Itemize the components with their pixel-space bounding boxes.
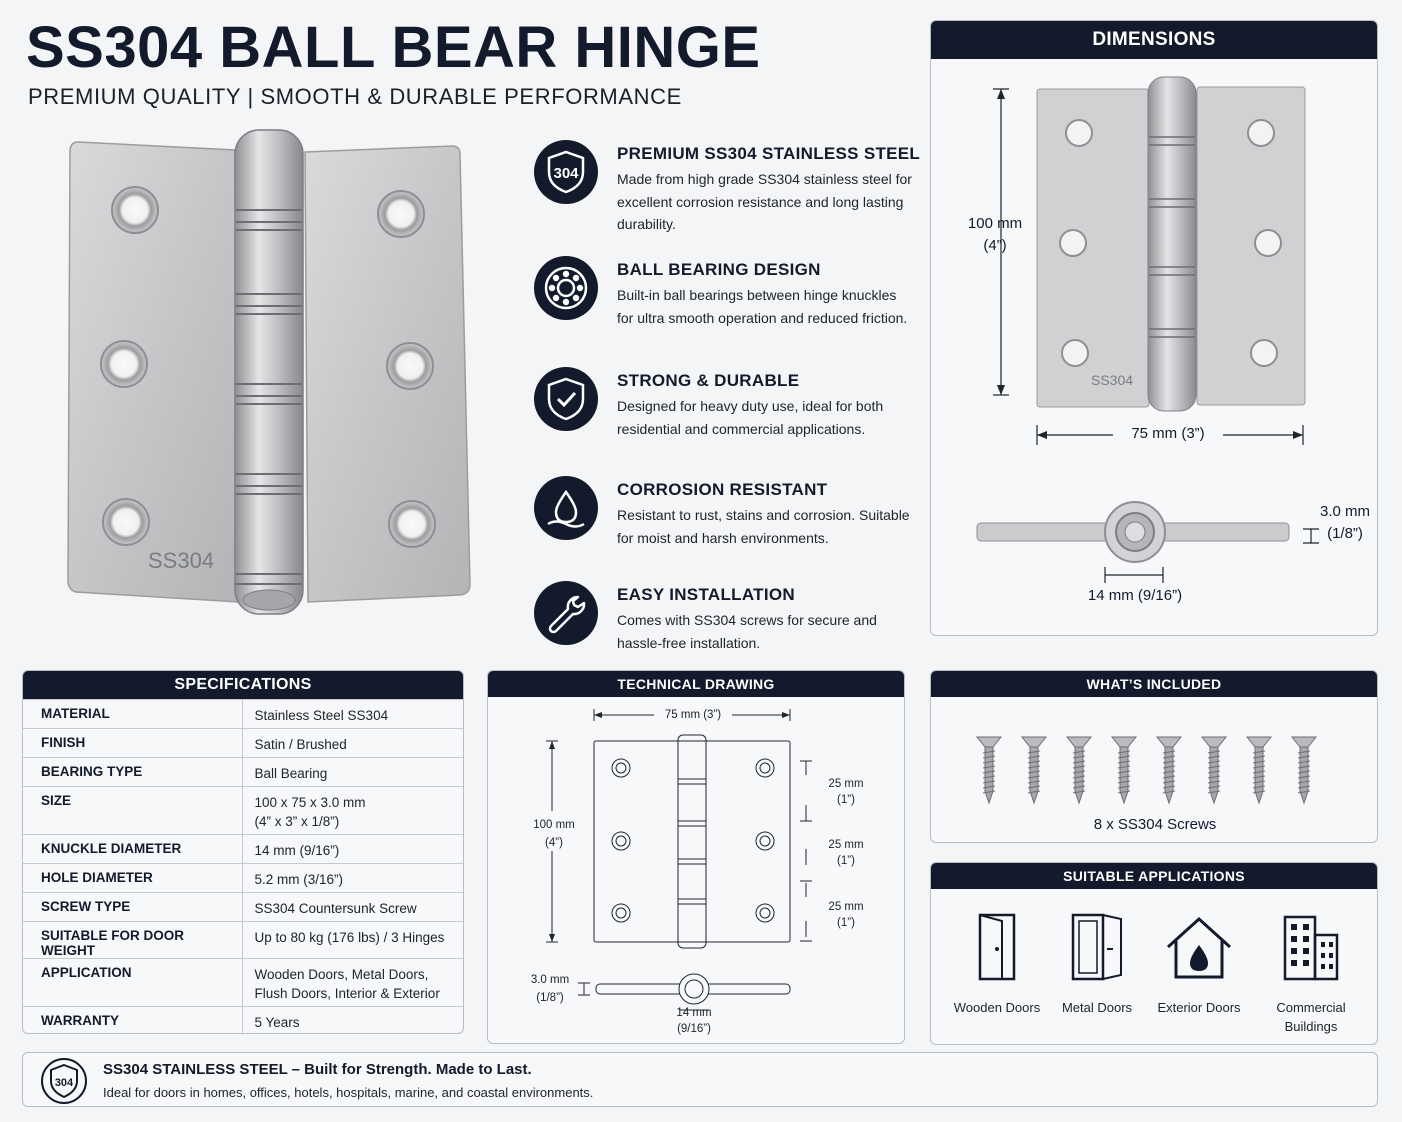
feature-item: EASY INSTALLATION Comes with SS304 screw… [534, 579, 914, 689]
tech-pitch-3-in: (1”) [837, 917, 855, 929]
shield-304-icon: 304 [41, 1058, 87, 1104]
hinge-product-image: SS304 [67, 129, 471, 615]
feature-title: BALL BEARING DESIGN [617, 260, 821, 279]
screw-icon [1065, 736, 1093, 805]
shield-304-icon: 304 [534, 140, 598, 204]
feature-title: STRONG & DURABLE [617, 371, 800, 390]
exterior-house-icon [1166, 916, 1232, 979]
dimensions-stamp: SS304 [1091, 372, 1133, 388]
whats-included-title: WHAT’S INCLUDED [931, 671, 1377, 697]
footer-title: SS304 STAINLESS STEEL – Built for Streng… [103, 1061, 532, 1078]
feature-title: EASY INSTALLATION [617, 585, 795, 604]
feature-desc: Designed for heavy duty use, ideal for b… [617, 398, 884, 437]
dim-height-in: (4”) [983, 237, 1007, 254]
footer-banner: 304 SS304 STAINLESS STEEL – Built for St… [22, 1052, 1378, 1107]
whats-included-panel: WHAT’S INCLUDED 8 x SS304 Screws [930, 670, 1378, 843]
feature-item: 304 PREMIUM SS304 STAINLESS STEEL Made f… [534, 138, 920, 248]
screw-icon [1290, 736, 1318, 805]
wooden-door-icon [978, 913, 1016, 981]
tech-pitch-3-mm: 25 mm [828, 901, 864, 913]
applications-panel: SUITABLE APPLICATIONS Wooden Doors Metal… [930, 862, 1378, 1045]
feature-desc: Made from high grade SS304 stainless ste… [617, 171, 912, 232]
technical-drawing-panel: TECHNICAL DRAWING [487, 670, 905, 1044]
page-subtitle: PREMIUM QUALITY | SMOOTH & DURABLE PERFO… [28, 84, 682, 109]
feature-desc: Comes with SS304 screws for secure and h… [617, 612, 877, 651]
feature-item: BALL BEARING DESIGN Built-in ball bearin… [534, 254, 914, 364]
dim-height-mm: 100 mm [967, 215, 1023, 232]
dim-knuckle: 14 mm (9/16”) [1087, 587, 1183, 604]
dimensions-title: DIMENSIONS [931, 21, 1377, 59]
tech-pitch-2-mm: 25 mm [828, 839, 864, 851]
metal-door-icon [1071, 913, 1122, 981]
commercial-building-icon [1283, 915, 1339, 981]
application-item: Metal Doors [1042, 911, 1152, 1017]
ball-bearing-icon [534, 256, 598, 320]
included-label: 8 x SS304 Screws [1093, 816, 1217, 833]
technical-drawing-title: TECHNICAL DRAWING [488, 671, 904, 697]
applications-title: SUITABLE APPLICATIONS [931, 863, 1377, 889]
page-title: SS304 BALL BEAR HINGE [26, 15, 761, 80]
application-label: Metal Doors [1061, 1000, 1133, 1015]
screw-icon [1200, 736, 1228, 805]
tech-thickness-mm: 3.0 mm [530, 974, 570, 986]
feature-item: STRONG & DURABLE Designed for heavy duty… [534, 365, 914, 475]
hinge-stamp: SS304 [148, 548, 214, 573]
feature-desc: Resistant to rust, stains and corrosion.… [617, 507, 910, 546]
footer-desc: Ideal for doors in homes, offices, hotel… [103, 1085, 594, 1100]
screw-icon [975, 736, 1003, 805]
application-item: Exterior Doors [1144, 911, 1254, 1017]
tech-height-mm: 100 mm [533, 819, 575, 831]
specifications-title: SPECIFICATIONS [23, 671, 463, 699]
screw-icon [1245, 736, 1273, 805]
feature-title: CORROSION RESISTANT [617, 480, 828, 499]
tech-pitch-1-in: (1”) [837, 794, 855, 806]
application-item: Wooden Doors [942, 911, 1052, 1017]
screw-icon [1110, 736, 1138, 805]
tech-knuckle-mm: 14 mm [676, 1007, 712, 1019]
wrench-icon [534, 581, 598, 645]
dim-width: 75 mm (3”) [1113, 425, 1223, 442]
application-label: Wooden Doors [953, 1000, 1041, 1015]
feature-desc: Built-in ball bearings between hinge knu… [617, 287, 908, 326]
water-drop-icon [534, 476, 598, 540]
technical-drawing [546, 709, 812, 1011]
dim-thickness-in: (1/8”) [1327, 525, 1363, 542]
dimensions-drawing: SS304 [976, 76, 1319, 583]
tech-pitch-2-in: (1”) [837, 855, 855, 867]
tech-height-in: (4”) [545, 837, 563, 849]
tech-pitch-1-mm: 25 mm [828, 778, 864, 790]
dimensions-panel: DIMENSIONS SS304 [930, 20, 1378, 636]
svg-text:304: 304 [553, 165, 579, 182]
tech-width: 75 mm (3”) [664, 709, 722, 721]
screw-icon [1020, 736, 1048, 805]
application-label: Exterior Doors [1157, 1000, 1241, 1015]
svg-text:304: 304 [55, 1077, 74, 1089]
shield-check-icon [534, 367, 598, 431]
tech-thickness-in: (1/8”) [536, 992, 564, 1004]
feature-item: CORROSION RESISTANT Resistant to rust, s… [534, 474, 914, 584]
tech-knuckle-in: (9/16”) [677, 1023, 711, 1035]
feature-title: PREMIUM SS304 STAINLESS STEEL [617, 144, 921, 163]
screws-illustration [975, 736, 1318, 805]
screw-icon [1155, 736, 1183, 805]
dim-thickness-mm: 3.0 mm [1319, 503, 1370, 520]
